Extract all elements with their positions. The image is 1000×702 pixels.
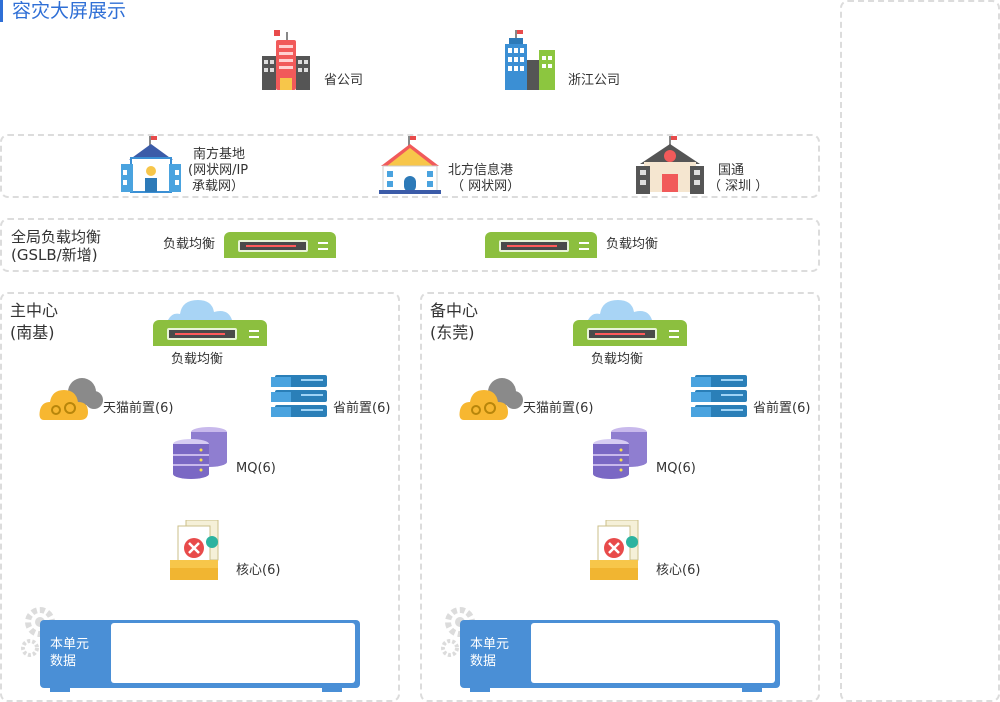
backup-load-balancer[interactable] [573, 320, 687, 346]
zhejiang-company-label: 浙江公司 [568, 73, 621, 88]
backup-unit-foot-right [742, 688, 762, 692]
house-building-icon [379, 136, 441, 194]
backup-lb-label: 负载均衡 [591, 352, 644, 367]
backup-unit-data-label-2: 数据 [470, 654, 497, 669]
backup-unit-foot-left [470, 688, 490, 692]
primary-tmall-label: 天猫前置(6) [103, 401, 174, 416]
primary-unit-data-content [111, 623, 355, 683]
backup-unit-data-panel[interactable]: 本单元 数据 [460, 620, 780, 692]
database-icon [173, 427, 227, 479]
primary-unit-foot-right [322, 688, 342, 692]
carrier-south-label-1: 南方基地 [193, 147, 246, 162]
primary-load-balancer[interactable] [153, 320, 267, 346]
backup-unit-data-label-1: 本单元 [470, 637, 510, 652]
carrier-group-box [0, 134, 820, 198]
gslb-label-2: (GSLB/新增) [11, 246, 98, 264]
primary-province-label: 省前置(6) [333, 401, 391, 416]
carrier-south-label-2: (网状网/IP [188, 163, 249, 178]
primary-core-label: 核心(6) [236, 563, 281, 578]
backup-tmall-label: 天猫前置(6) [523, 401, 594, 416]
backup-center-box [420, 292, 820, 702]
core-service-icon [170, 520, 219, 580]
backup-unit-data-content [531, 623, 775, 683]
server-rack-icon [691, 375, 747, 417]
province-company-node[interactable]: 省公司 [258, 30, 378, 92]
right-side-panel [840, 0, 1000, 702]
gslb-label-1: 全局负载均衡 [11, 228, 102, 246]
primary-unit-data-label-2: 数据 [50, 654, 77, 669]
city-buildings-icon [505, 30, 555, 90]
database-icon [593, 427, 647, 479]
backup-center-name-1: 备中心 [430, 301, 479, 320]
backup-center-name-2: (东莞) [430, 323, 475, 342]
backup-unit-data-label: 本单元 数据 [470, 636, 530, 670]
server-rack-icon [271, 375, 327, 417]
primary-unit-data-panel[interactable]: 本单元 数据 [40, 620, 360, 692]
carrier-north-label-2: （ 网状网） [451, 179, 521, 194]
bank-building-icon [636, 136, 704, 194]
gslb-box [0, 218, 820, 272]
zhejiang-company-node[interactable]: 浙江公司 [503, 30, 633, 92]
primary-mq-label: MQ(6) [236, 461, 276, 476]
carrier-south-label-3: 承载网） [192, 179, 245, 194]
primary-center-name-2: (南基) [10, 323, 55, 342]
carrier-north-port[interactable]: 北方信息港 （ 网状网） [379, 136, 529, 196]
gslb-lb-right-label: 负载均衡 [606, 237, 659, 252]
primary-unit-data-label-1: 本单元 [50, 637, 90, 652]
core-service-icon [590, 520, 639, 580]
school-building-icon [121, 136, 181, 193]
primary-center-box [0, 292, 400, 702]
cloud-gear-icon [39, 378, 103, 420]
primary-lb-label: 负载均衡 [171, 352, 224, 367]
carrier-north-label-1: 北方信息港 [448, 163, 514, 178]
gslb-lb-left-label: 负载均衡 [163, 237, 216, 252]
backup-province-label: 省前置(6) [753, 401, 811, 416]
primary-unit-data-label: 本单元 数据 [50, 636, 110, 670]
carrier-south-base[interactable]: 南方基地 (网状网/IP 承载网） [121, 136, 261, 196]
province-company-label: 省公司 [324, 73, 364, 88]
carrier-guotong-label-2: （ 深圳 ） [708, 179, 769, 194]
primary-center-name-1: 主中心 [10, 301, 59, 320]
backup-core-label: 核心(6) [656, 563, 701, 578]
gslb-load-balancer-right[interactable] [485, 232, 597, 258]
office-building-icon [262, 30, 310, 90]
cloud-gear-icon [459, 378, 523, 420]
page-title: 容灾大屏展示 [0, 0, 126, 22]
carrier-guotong-shenzhen[interactable]: 国通 （ 深圳 ） [636, 136, 776, 196]
backup-mq-label: MQ(6) [656, 461, 696, 476]
primary-unit-foot-left [50, 688, 70, 692]
carrier-guotong-label-1: 国通 [718, 163, 745, 178]
gslb-load-balancer-left[interactable] [224, 232, 336, 258]
